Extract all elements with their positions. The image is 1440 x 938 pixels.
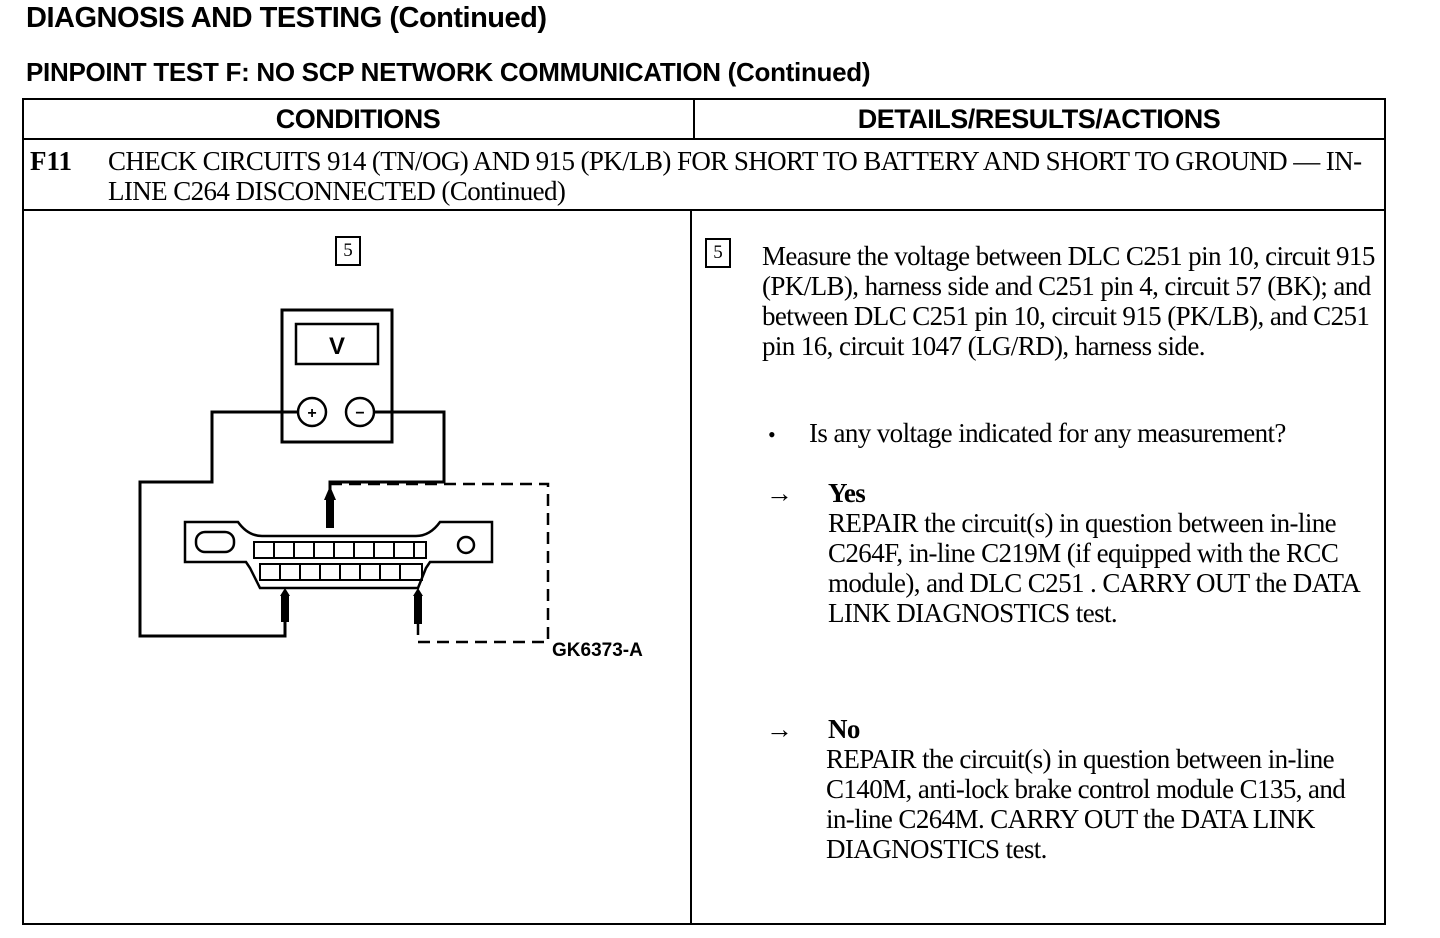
dlc-connector-outline: [183, 520, 494, 590]
measurement-instruction: Measure the voltage between DLC C251 pin…: [762, 241, 1375, 361]
yes-label: Yes: [828, 478, 866, 508]
voltmeter-body: [280, 308, 394, 444]
minus-symbol: −: [355, 405, 364, 422]
voltmeter-display: [294, 322, 380, 366]
lead-wire-plus: [138, 410, 298, 638]
bullet-icon: •: [768, 422, 776, 447]
column-divider-body: [690, 210, 692, 923]
plus-symbol: +: [307, 405, 316, 422]
probe-tip-top: [324, 486, 336, 500]
details-column-header: DETAILS/RESULTS/ACTIONS: [857, 104, 1221, 134]
pinpoint-test-title: PINPOINT TEST F: NO SCP NETWORK COMMUNIC…: [26, 57, 871, 87]
step-id: F11: [30, 146, 73, 176]
voltmeter-connector-diagram: V + −: [138, 308, 550, 644]
diagnostic-question: Is any voltage indicated for any measure…: [809, 418, 1286, 448]
conditions-column-header: CONDITIONS: [275, 104, 441, 134]
no-arrow-icon: →: [766, 714, 793, 744]
connector-mount-slot: [194, 530, 236, 554]
yes-action: REPAIR the circuit(s) in question betwee…: [828, 508, 1359, 628]
step-title-divider: [24, 209, 1384, 211]
probe-tip-bottom-right: [413, 588, 423, 596]
no-label: No: [828, 714, 860, 744]
connector-upper-pin-row: [253, 541, 427, 559]
step-title: CHECK CIRCUITS 914 (TN/OG) AND 915 (PK/L…: [108, 146, 1362, 206]
yes-arrow-icon: →: [766, 478, 793, 508]
conditions-step-number: 5: [335, 236, 361, 266]
no-action: REPAIR the circuit(s) in question betwee…: [826, 744, 1346, 864]
connector-mount-hole: [456, 535, 476, 555]
probe-tip-bottom-left: [280, 588, 290, 596]
probe-bottom-right: [414, 596, 422, 624]
probe-top: [326, 500, 334, 528]
lead-wire-minus: [328, 410, 446, 500]
column-divider-top: [693, 100, 695, 140]
pinpoint-test-table: [22, 98, 1386, 925]
figure-code: GK6373-A: [552, 640, 643, 661]
meter-label: V: [329, 333, 345, 360]
probe-bottom-left: [281, 596, 289, 622]
header-divider: [24, 138, 1384, 140]
details-step-number: 5: [705, 238, 731, 268]
page-title: DIAGNOSIS AND TESTING (Continued): [26, 2, 547, 34]
